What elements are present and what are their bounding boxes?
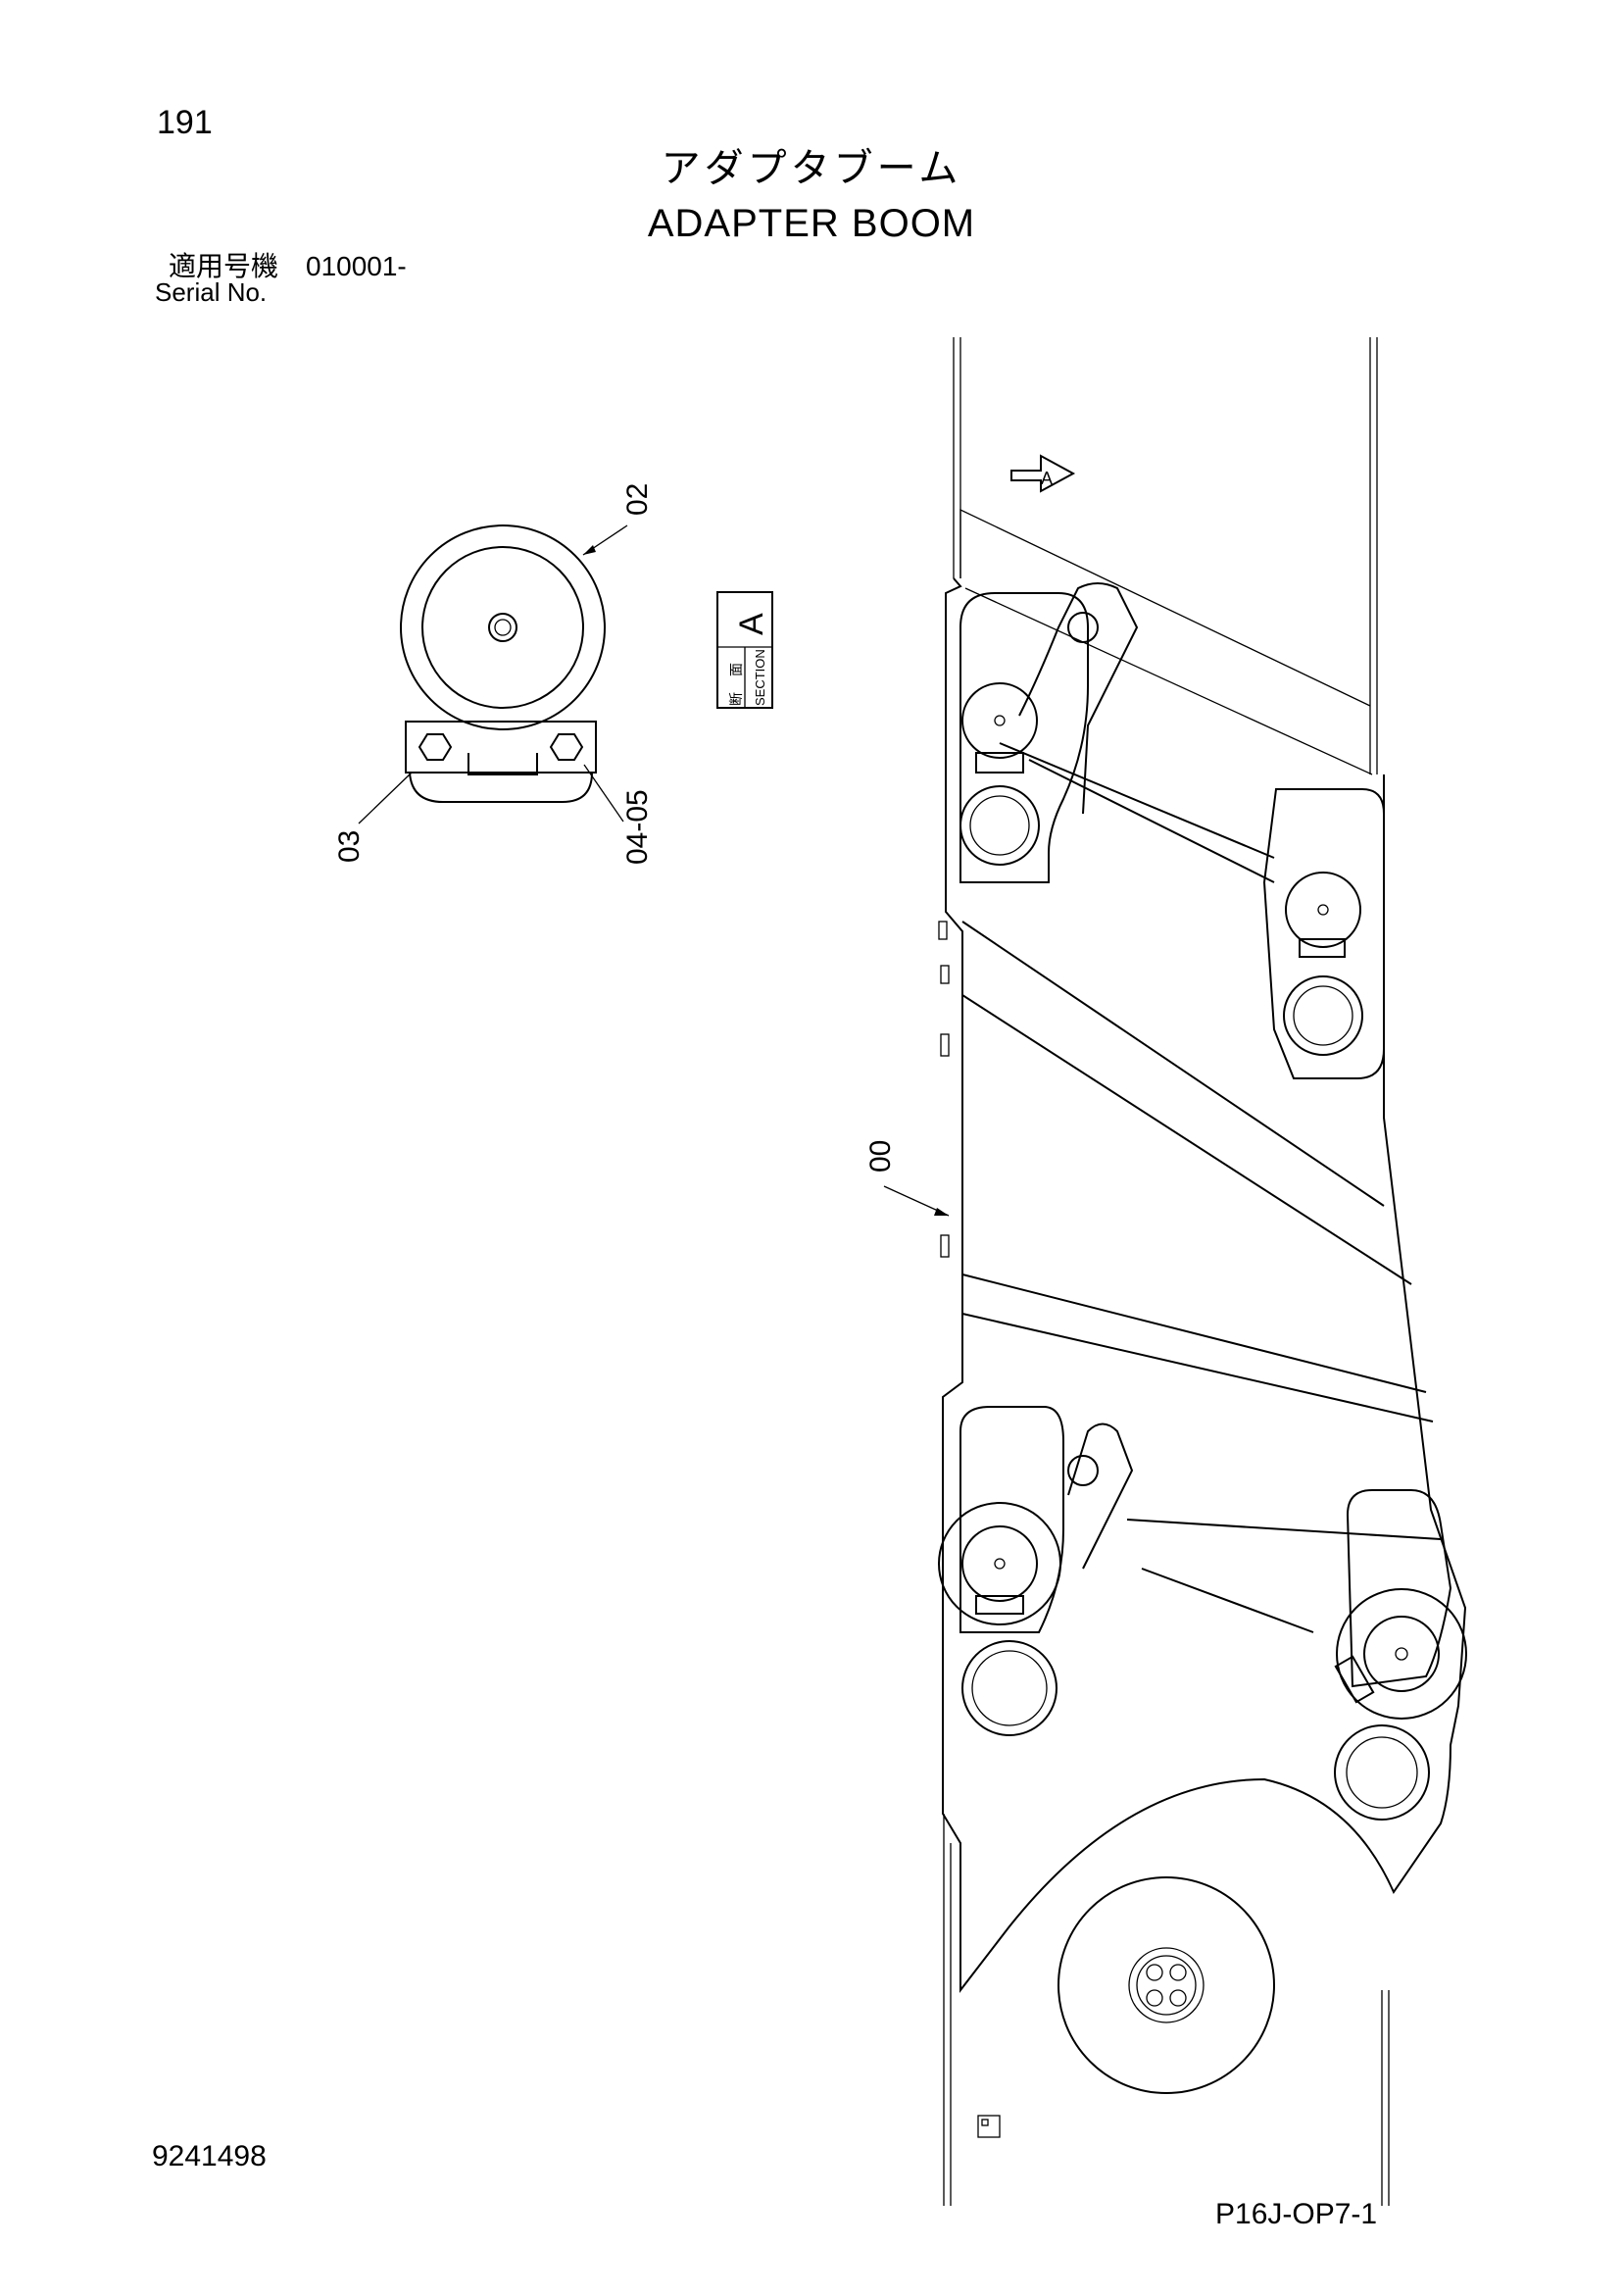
ring-outer-upper-right [1283, 975, 1363, 1056]
callout-03: 03 [333, 830, 366, 863]
clip-upper-right [1299, 938, 1346, 958]
pulley-axle-outer [488, 613, 517, 642]
base-wheel-hub [1128, 1947, 1205, 2023]
section-label-box: A 断 面 SECTION [716, 591, 773, 709]
roller-center-lower-right [1395, 1647, 1408, 1661]
upper-diagonal-plate [959, 508, 1371, 707]
title-japanese: アダプタブーム [661, 147, 962, 190]
adapter-boom-assembly: A 00 [864, 337, 1467, 2206]
bracket-plate [405, 721, 597, 774]
leader-03 [358, 772, 413, 824]
upper-diagonal-plate-b [964, 587, 1373, 775]
diagonal-2 [1028, 759, 1275, 883]
lug-lower-left [959, 1406, 1064, 1633]
diagonal-3 [961, 921, 1385, 1207]
roller-outer-lower-left [938, 1502, 1061, 1625]
roller-upper-left [961, 682, 1038, 759]
ring-outer-upper-left [959, 785, 1040, 866]
clip-lower-left [975, 1595, 1024, 1615]
document-number: 9241498 [152, 2140, 267, 2172]
view-marker-letter: A [1041, 469, 1053, 488]
pulley-outer-circle [400, 524, 606, 730]
section-letter: A [733, 613, 770, 635]
hook-hole-lower-left [1067, 1455, 1099, 1486]
ring-inner-upper-right [1293, 985, 1353, 1046]
callout-04-05: 04-05 [621, 789, 654, 865]
serial-label-japanese: 適用号機 010001- [169, 251, 407, 281]
serial-label-english: Serial No. [155, 277, 268, 307]
small-plate-dot [981, 2119, 989, 2126]
hex-bolt-left [418, 733, 453, 761]
page-number: 191 [157, 104, 213, 141]
diagonal-6 [961, 1313, 1434, 1423]
leader-00-arrow [934, 1208, 949, 1216]
roller-lower-left [961, 1525, 1038, 1602]
hook-lower-left [1067, 1423, 1134, 1570]
roller-outer-lower-right [1336, 1588, 1467, 1720]
hub-bolt-2 [1169, 1964, 1187, 1981]
section-kanji-1: 断 [728, 692, 744, 706]
ring-outer-lower-right [1334, 1724, 1430, 1821]
roller-center-upper-left [994, 715, 1006, 726]
roller-upper-right [1285, 872, 1361, 948]
hub-bolt-4 [1169, 1989, 1187, 2007]
hub-bolt-1 [1146, 1964, 1163, 1981]
view-arrow-a [1010, 454, 1076, 493]
clip-lower-right [1334, 1655, 1375, 1704]
leader-04-05 [583, 764, 624, 823]
clip-upper-left [975, 752, 1024, 774]
hex-bolt-right [549, 733, 584, 761]
base-wheel-hub-inner [1136, 1955, 1197, 2016]
diagonal-1 [999, 742, 1275, 859]
hub-bolt-3 [1146, 1989, 1163, 2007]
hook-upper-left [1018, 582, 1139, 815]
boom-outline [942, 577, 1467, 1993]
diagonal-8 [1141, 1568, 1314, 1633]
ring-inner-lower-left [971, 1650, 1048, 1726]
callout-02: 02 [621, 483, 654, 516]
bracket-base [409, 772, 593, 803]
small-plate [977, 2115, 1001, 2138]
diagonal-7 [1126, 1519, 1442, 1540]
roller-center-lower-left [994, 1558, 1006, 1570]
pulley-inner-circle [421, 546, 584, 709]
tab-1 [938, 921, 948, 940]
title-english: ADAPTER BOOM [647, 202, 976, 245]
lug-upper-right [1262, 788, 1385, 1079]
tab-4 [940, 1234, 950, 1258]
roller-center-upper-right [1317, 904, 1329, 916]
ring-inner-upper-left [969, 795, 1030, 856]
section-kanji-2: 面 [728, 663, 744, 676]
tab-2 [940, 965, 950, 984]
hook-hole-upper-left [1067, 612, 1099, 643]
bracket-slot [467, 753, 538, 775]
sheet-code: P16J-OP7-1 [1215, 2198, 1378, 2230]
pulley-axle-inner [494, 619, 512, 636]
lug-lower-right [1346, 1489, 1452, 1688]
ring-inner-lower-right [1346, 1736, 1418, 1809]
ring-outer-lower-left [961, 1640, 1057, 1736]
lug-upper-left [959, 592, 1089, 883]
tab-3 [940, 1033, 950, 1057]
section-a-detail: 02 03 04-05 [333, 483, 654, 865]
section-word: SECTION [753, 649, 767, 706]
base-wheel-outer [1057, 1876, 1275, 2094]
diagonal-5 [961, 1273, 1427, 1393]
leader-02-arrow [583, 545, 596, 555]
roller-lower-right [1363, 1616, 1440, 1692]
callout-00: 00 [864, 1140, 897, 1173]
diagonal-4 [961, 994, 1412, 1285]
